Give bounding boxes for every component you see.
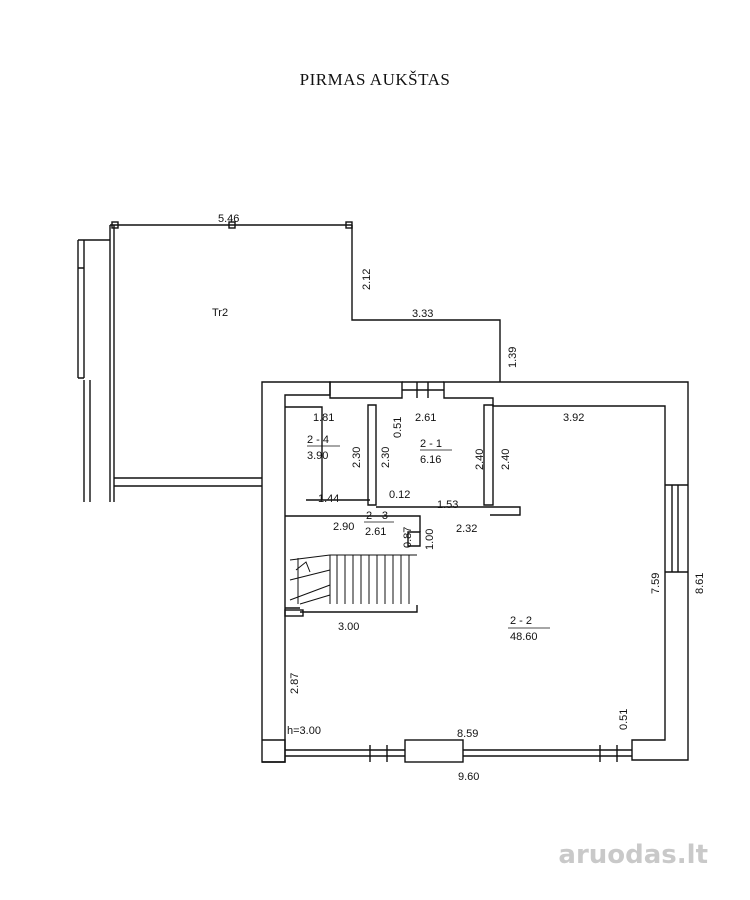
dim-8-61: 8.61 — [694, 573, 706, 594]
top-window — [402, 381, 444, 398]
wall-r23-top — [285, 515, 421, 532]
terrace-post — [228, 221, 236, 229]
terrace-rail — [114, 477, 262, 487]
terrace-post — [345, 221, 353, 229]
dim-3-33: 3.33 — [412, 308, 433, 320]
wall-r24 — [285, 406, 370, 501]
dim-h-3-00: h=3.00 — [287, 725, 321, 737]
dim-2-12: 2.12 — [361, 269, 373, 290]
room-21-area: 6.16 — [420, 454, 441, 466]
dim-9-60: 9.60 — [458, 771, 479, 783]
dim-3-92: 3.92 — [563, 412, 584, 424]
wall-stair-bottom — [285, 605, 418, 613]
room-21-id: 2 - 1 — [420, 438, 442, 450]
plan-title: PIRMAS AUKŠTAS — [299, 70, 451, 89]
dim-2-40-right: 2.40 — [500, 449, 512, 470]
room-23-area: 2.61 — [365, 526, 386, 538]
window-ticks — [369, 745, 618, 762]
dim-0-12: 0.12 — [389, 489, 410, 501]
dim-0-51-bottom: 0.51 — [618, 709, 630, 730]
dim-1-53: 1.53 — [437, 499, 458, 511]
watermark-logo: aruodas.lt — [558, 840, 708, 870]
dim-1-81: 1.81 — [313, 412, 334, 424]
room-22-area: 48.60 — [510, 631, 538, 643]
dim-0-51-top: 0.51 — [392, 417, 404, 438]
stair-landing-wall — [284, 609, 304, 617]
dim-3-00: 3.00 — [338, 621, 359, 633]
terrace-left-edge — [109, 225, 115, 502]
room-24-area: 3.90 — [307, 450, 328, 462]
wall-r24-r21 — [367, 404, 377, 506]
wall-corridor — [376, 506, 521, 516]
room-23-id: 2 - 3 — [366, 510, 388, 522]
bottom-pier — [404, 739, 464, 763]
terrace-label: Tr2 — [212, 307, 228, 319]
terrace-post — [111, 221, 119, 229]
dim-2-90: 2.90 — [333, 521, 354, 533]
dim-8-59: 8.59 — [457, 728, 478, 740]
neighbor-wall-upper — [77, 239, 110, 379]
room-24-id: 2 - 4 — [307, 434, 329, 446]
outer-wall-top-mid — [329, 381, 403, 399]
dim-1-39: 1.39 — [507, 347, 519, 368]
dim-2-87: 2.87 — [289, 673, 301, 694]
dim-2-30-left: 2.30 — [351, 447, 363, 468]
dim-2-61: 2.61 — [415, 412, 436, 424]
right-window — [665, 484, 688, 573]
dim-7-59: 7.59 — [650, 573, 662, 594]
dim-2-30-right: 2.30 — [380, 447, 392, 468]
outer-wall-right — [443, 381, 689, 761]
room-22-id: 2 - 2 — [510, 615, 532, 627]
wall-corner-bl — [262, 739, 286, 763]
dim-1-44: 1.44 — [318, 493, 339, 505]
dim-1-00: 1.00 — [424, 529, 436, 550]
terrace-outline — [110, 224, 501, 382]
dim-2-32: 2.32 — [456, 523, 477, 535]
dim-0-87: 0.87 — [402, 527, 414, 548]
neighbor-wall-lower — [83, 380, 91, 502]
bottom-window-left — [285, 749, 405, 757]
stair-post — [407, 531, 421, 547]
wall-r21-r22 — [483, 404, 494, 506]
bottom-window-right — [463, 749, 632, 757]
dim-5-46: 5.46 — [218, 213, 239, 225]
dim-2-40-left: 2.40 — [474, 449, 486, 470]
stairs — [289, 554, 417, 605]
